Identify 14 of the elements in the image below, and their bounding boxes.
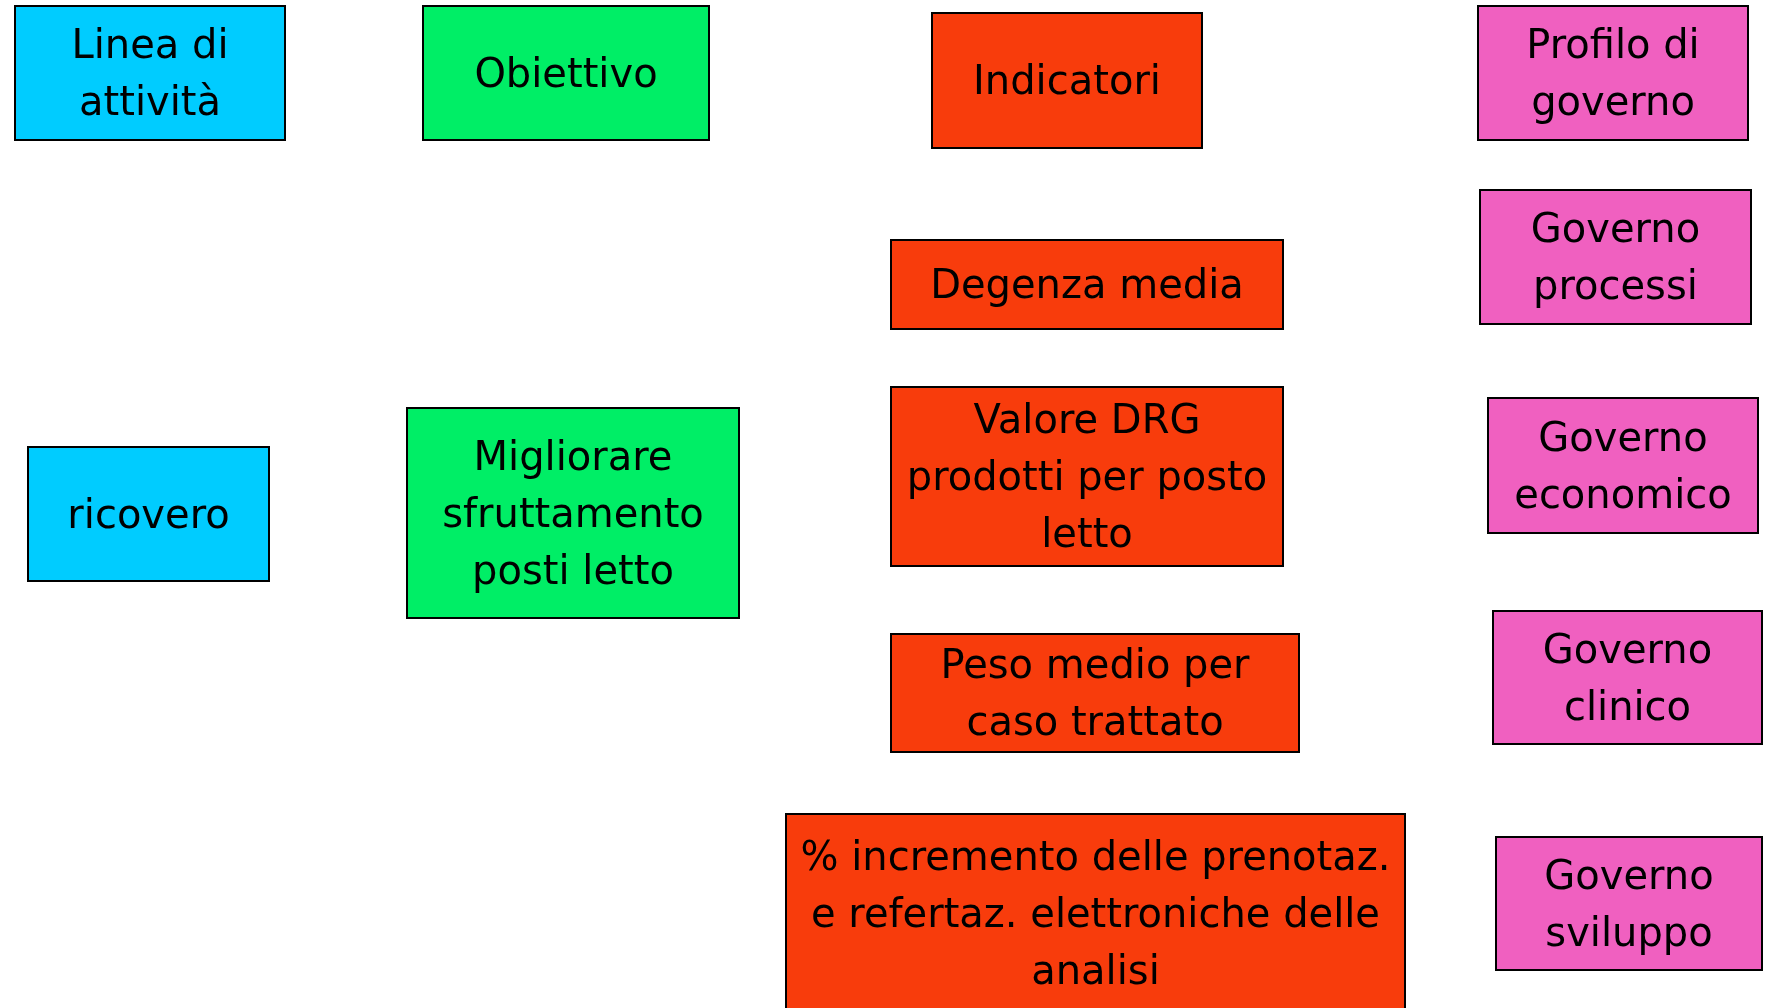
activity-box: Linea di attività [14,5,286,141]
governance-box: Governo processi [1479,189,1752,325]
activity-box: ricovero [27,446,270,582]
indicator-box: Peso medio per caso trattato [890,633,1300,753]
governance-box: Governo sviluppo [1495,836,1763,971]
indicator-box: % incremento delle prenotaz. e refertaz. elettroniche delle analisi [785,813,1406,1008]
indicator-box: Indicatori [931,12,1203,149]
indicator-box: Degenza media [890,239,1284,330]
indicator-box: Valore DRG prodotti per posto letto [890,386,1284,567]
governance-box: Governo economico [1487,397,1759,534]
governance-box: Profilo di governo [1477,5,1749,141]
objective-box: Obiettivo [422,5,710,141]
governance-box: Governo clinico [1492,610,1763,745]
objective-box: Migliorare sfruttamento posti letto [406,407,740,619]
